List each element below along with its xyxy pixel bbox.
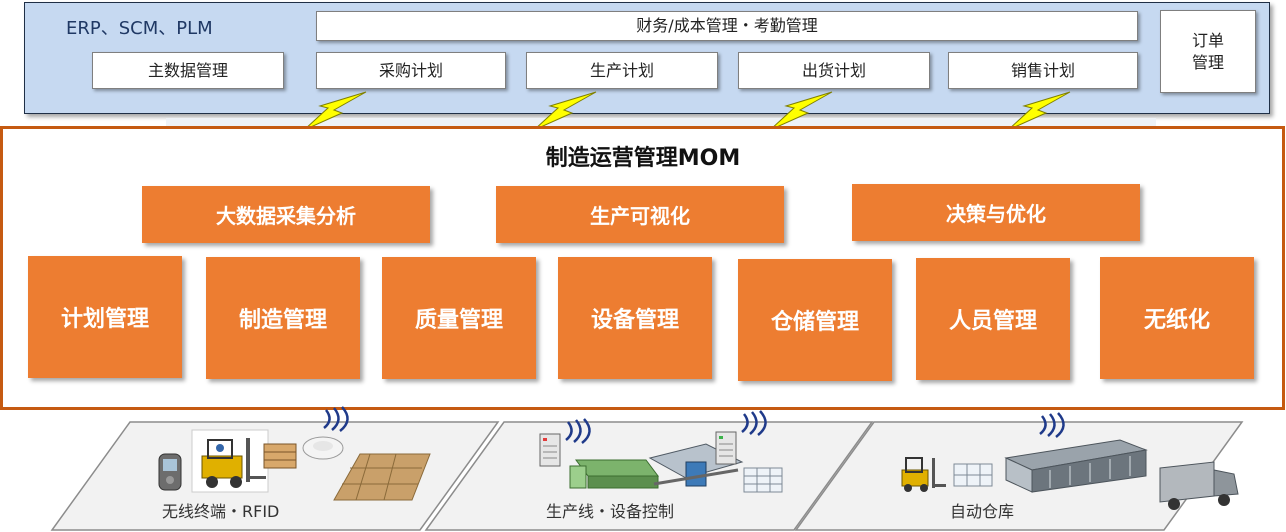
quality-management-box[interactable]: 质量管理	[382, 257, 536, 379]
big-data-analysis-box[interactable]: 大数据采集分析	[142, 186, 430, 243]
platform-wireless-rfid	[50, 421, 500, 531]
wireless-signal-icon	[565, 418, 591, 444]
order-label-line1: 订单	[1191, 30, 1224, 50]
wireless-signal-icon	[1039, 412, 1065, 438]
plan-management-box[interactable]: 计划管理	[28, 256, 182, 378]
purchase-plan-box[interactable]: 采购计划	[316, 52, 506, 89]
sales-plan-box[interactable]: 销售计划	[948, 52, 1138, 89]
pallet-icon	[953, 463, 993, 487]
production-plan-box[interactable]: 生产计划	[526, 52, 718, 89]
warehouse-icon	[1004, 439, 1148, 493]
order-label-line2: 管理	[1191, 52, 1224, 72]
order-management-box[interactable]: 订单 管理	[1160, 10, 1256, 93]
manufacturing-management-box[interactable]: 制造管理	[206, 257, 360, 379]
connector-strip	[166, 118, 1156, 126]
server-icon	[715, 431, 737, 465]
shipment-plan-box[interactable]: 出货计划	[738, 52, 930, 89]
finance-cost-box[interactable]: 财务/成本管理・考勤管理	[316, 11, 1138, 41]
pallet-icon	[743, 467, 783, 493]
equipment-management-box[interactable]: 设备管理	[558, 257, 712, 379]
forklift-icon	[191, 429, 269, 493]
warehouse-management-box[interactable]: 仓储管理	[738, 259, 892, 381]
erp-title: ERP、SCM、PLM	[66, 18, 213, 39]
wireless-signal-icon	[741, 410, 767, 436]
pallet-icon	[263, 443, 297, 469]
forklift-icon	[901, 457, 946, 492]
master-data-box[interactable]: 主数据管理	[92, 52, 284, 89]
server-icon	[539, 433, 561, 467]
platform-label-wireless-rfid: 无线终端・RFID	[162, 502, 280, 521]
wireless-signal-icon	[323, 406, 349, 432]
handheld-terminal-icon	[158, 453, 182, 491]
platform-label-production-line: 生产线・设备控制	[546, 502, 675, 521]
platform-label-auto-warehouse: 自动仓库	[950, 502, 1015, 521]
decision-optimization-box[interactable]: 决策与优化	[852, 184, 1140, 241]
pallet-icon	[333, 453, 431, 501]
truck-icon	[1159, 461, 1239, 510]
production-visualization-box[interactable]: 生产可视化	[496, 186, 784, 243]
paperless-box[interactable]: 无纸化	[1100, 257, 1254, 379]
production-machine-icon	[569, 459, 659, 489]
mom-title: 制造运营管理MOM	[545, 146, 741, 171]
rfid-reader-icon	[302, 436, 344, 460]
personnel-management-box[interactable]: 人员管理	[916, 258, 1070, 380]
